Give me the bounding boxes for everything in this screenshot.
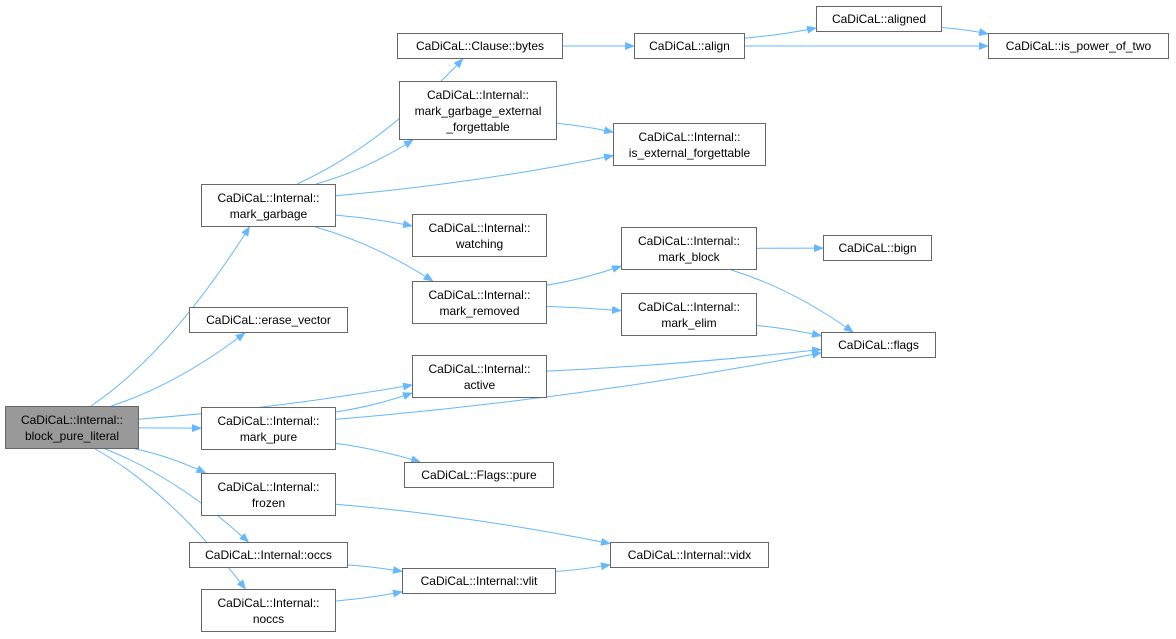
node-occs[interactable]: CaDiCaL::Internal::occs	[189, 542, 348, 568]
node-flags-pure[interactable]: CaDiCaL::Flags::pure	[404, 462, 554, 488]
node-align[interactable]: CaDiCaL::align	[634, 33, 745, 59]
node-mark-block[interactable]: CaDiCaL::Internal::mark_block	[621, 227, 757, 270]
node-label-line: CaDiCaL::Flags::pure	[421, 468, 537, 482]
edge-vlit-to-vidx	[555, 562, 611, 572]
node-watching[interactable]: CaDiCaL::Internal::watching	[412, 214, 547, 257]
node-label-line: CaDiCaL::Internal::	[217, 190, 320, 205]
edge-align-to-aligned	[744, 25, 817, 39]
node-label-line: CaDiCaL::Internal::	[428, 220, 531, 235]
edge-mark_garbage-to-ief	[335, 153, 614, 197]
node-label-line: CaDiCaL::Internal::	[217, 479, 320, 494]
edge-root-to-frozen	[134, 448, 207, 474]
node-label-line: CaDiCaL::bign	[838, 241, 917, 255]
node-mgef[interactable]: CaDiCaL::Internal::mark_garbage_external…	[399, 81, 557, 140]
node-vidx[interactable]: CaDiCaL::Internal::vidx	[610, 542, 769, 568]
node-label-line: CaDiCaL::aligned	[831, 12, 927, 26]
node-bytes[interactable]: CaDiCaL::Clause::bytes	[397, 33, 563, 59]
edge-mgef-to-ief	[556, 122, 614, 135]
edge-mark_removed-to-mark_elim	[546, 305, 622, 314]
node-label-line: CaDiCaL::Internal::	[428, 287, 531, 302]
node-label-line: mark_removed	[439, 303, 520, 318]
node-mark-garbage[interactable]: CaDiCaL::Internal::mark_garbage	[201, 184, 336, 227]
node-label-line: CaDiCaL::Internal::occs	[205, 548, 332, 562]
node-label-line: CaDiCaL::Internal::	[20, 412, 124, 427]
edge-active-to-flags	[546, 346, 822, 372]
node-ief[interactable]: CaDiCaL::Internal::is_external_forgettab…	[613, 123, 766, 166]
node-frozen[interactable]: CaDiCaL::Internal::frozen	[201, 473, 336, 516]
node-label-line: CaDiCaL::Internal::	[637, 233, 741, 248]
node-mark-pure[interactable]: CaDiCaL::Internal::mark_pure	[201, 407, 336, 450]
node-aligned[interactable]: CaDiCaL::aligned	[816, 6, 942, 32]
edge-frozen-to-vidx	[335, 503, 611, 546]
edge-mark_pure-to-active	[335, 392, 413, 413]
node-label-line: CaDiCaL::Internal::vlit	[420, 574, 538, 588]
node-label-line: mark_garbage_external	[414, 103, 542, 118]
edge-aligned-to-pow2	[941, 27, 989, 37]
node-erase-vector[interactable]: CaDiCaL::erase_vector	[189, 307, 348, 333]
edge-mark_pure-to-flags_pure	[335, 442, 422, 464]
edge-occs-to-vlit	[347, 564, 403, 574]
node-label-line: CaDiCaL::Clause::bytes	[415, 39, 545, 53]
node-label-line: block_pure_literal	[24, 428, 120, 443]
edge-mark_garbage-to-bytes	[296, 58, 464, 185]
edge-noccs-to-vlit	[335, 589, 403, 602]
node-label-line: watching	[455, 236, 504, 251]
edge-root-to-mark_garbage	[90, 226, 251, 407]
edge-root-to-noccs	[94, 448, 247, 590]
node-label-line: active	[463, 377, 496, 392]
node-bign[interactable]: CaDiCaL::bign	[823, 235, 932, 261]
edge-mark_block-to-flags	[731, 269, 854, 333]
node-label-line: CaDiCaL::Internal::	[638, 129, 741, 144]
node-label-line: CaDiCaL::Internal::vidx	[627, 548, 752, 562]
node-label-line: is_external_forgettable	[628, 145, 751, 160]
node-label-line: CaDiCaL::Internal::	[428, 361, 531, 376]
edge-mark_pure-to-flags	[335, 350, 822, 420]
edge-mark_elim-to-flags	[756, 324, 822, 338]
node-label-line: mark_pure	[239, 429, 298, 444]
edge-mark_garbage-to-mgef	[315, 139, 414, 185]
node-vlit[interactable]: CaDiCaL::Internal::vlit	[402, 568, 556, 594]
edge-root-to-erase_vector	[111, 332, 246, 407]
node-label-line: CaDiCaL::Internal::	[637, 299, 741, 314]
edge-mark_removed-to-mark_block	[546, 265, 622, 286]
node-pow2[interactable]: CaDiCaL::is_power_of_two	[988, 33, 1169, 59]
node-mark-elim[interactable]: CaDiCaL::Internal::mark_elim	[621, 293, 757, 336]
node-label-line: mark_garbage	[229, 206, 308, 221]
node-label-line: mark_elim	[661, 315, 717, 330]
node-label-line: CaDiCaL::align	[649, 39, 730, 53]
edge-mark_garbage-to-watching	[335, 214, 413, 229]
node-label-line: CaDiCaL::Internal::	[217, 413, 320, 428]
node-label-line: mark_block	[658, 249, 720, 264]
node-label-line: noccs	[252, 611, 285, 626]
edge-root-to-active	[138, 382, 413, 420]
node-active[interactable]: CaDiCaL::Internal::active	[412, 355, 547, 398]
node-label-line: frozen	[251, 495, 286, 510]
node-label-line: CaDiCaL::Internal::	[217, 595, 320, 610]
node-label-line: CaDiCaL::flags	[838, 338, 919, 352]
node-mark-removed[interactable]: CaDiCaL::Internal::mark_removed	[412, 281, 547, 324]
node-noccs[interactable]: CaDiCaL::Internal::noccs	[201, 589, 336, 632]
node-label-line: _forgettable	[446, 119, 510, 134]
edge-mark_garbage-to-mark_removed	[315, 226, 434, 282]
edge-root-to-occs	[104, 448, 250, 543]
node-label-line: CaDiCaL::erase_vector	[206, 313, 331, 327]
node-flags[interactable]: CaDiCaL::flags	[821, 332, 936, 358]
node-label-line: CaDiCaL::Internal::	[426, 87, 530, 102]
node-label-line: CaDiCaL::is_power_of_two	[1005, 39, 1152, 53]
node-root[interactable]: CaDiCaL::Internal::block_pure_literal	[5, 406, 139, 449]
